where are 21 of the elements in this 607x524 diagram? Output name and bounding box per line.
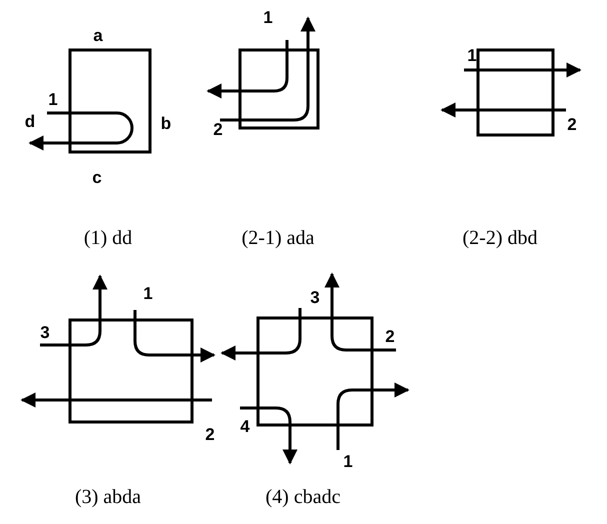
path-number: 2 [385,328,395,346]
path-number: 3 [40,324,50,342]
path-number: 1 [467,47,477,65]
figure-caption: (3) abda [74,486,142,508]
path-number: 4 [240,418,250,436]
path-number: 1 [143,285,153,303]
figure-caption: (1) dd [84,227,132,249]
path-number: 2 [213,121,223,139]
path-number: 2 [567,116,577,134]
path-number: 2 [205,426,215,444]
path-number: 1 [48,91,58,109]
figure-caption: (4) cbadc [266,486,340,508]
side-label: d [24,113,36,131]
path-number: 1 [343,453,353,471]
side-label: a [93,27,103,45]
figure-caption: (2-2) dbd [462,227,538,249]
side-label: c [92,169,102,187]
side-label: b [160,115,172,133]
path-number: 3 [310,289,320,307]
path-number: 1 [263,9,273,27]
figure-caption: (2-1) ada [242,227,314,249]
